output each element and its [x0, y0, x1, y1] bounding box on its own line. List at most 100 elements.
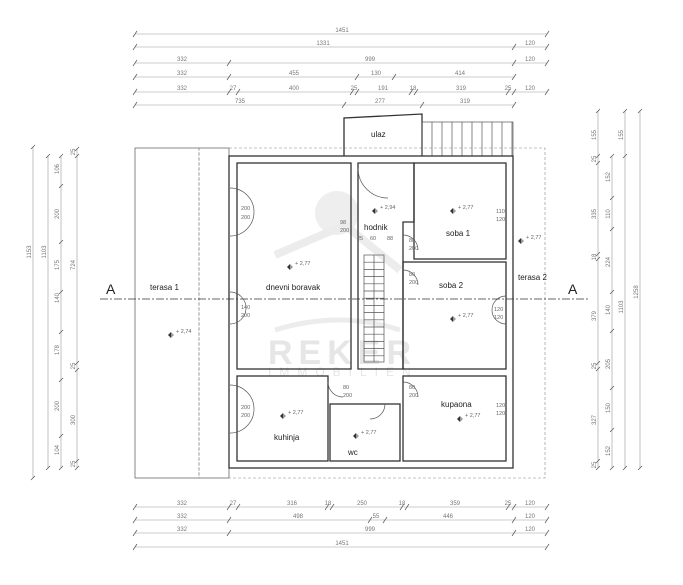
door-dimension: 200 [340, 228, 349, 234]
room-wc [329, 403, 401, 462]
dimension-tick [74, 146, 80, 152]
door-dimension: 60 [370, 236, 376, 242]
dimension-label: 200 [55, 400, 61, 411]
door-dimension: 88 [387, 236, 393, 242]
dimension-label: 152 [606, 171, 612, 182]
dimension-tick [511, 59, 517, 67]
dimension-tick [511, 503, 517, 511]
door-dimension: 200 [241, 206, 250, 212]
dimension-tick [595, 465, 601, 471]
dimension-tick [595, 153, 601, 159]
dimension-label: 319 [456, 86, 467, 92]
elevation-kuhinja: + 2,77 [288, 410, 303, 416]
dimension-label: 25 [71, 362, 77, 369]
dimension-label: 178 [55, 344, 61, 355]
dimension-tick [132, 43, 138, 51]
room-label-ulaz: ulaz [371, 130, 386, 139]
dimension-label: 191 [378, 86, 389, 92]
door-dimension: 120 [494, 315, 503, 321]
dimension-tick [622, 153, 628, 159]
dimension-tick [132, 30, 138, 38]
room-label-soba2: soba 2 [439, 281, 464, 290]
dimension-tick [58, 377, 64, 383]
elevation-marker-icon [372, 208, 378, 214]
dimension-tick [595, 458, 601, 464]
dimension-tick [226, 73, 232, 81]
dimension-label: 332 [177, 57, 188, 63]
dimension-tick [505, 503, 511, 511]
dimension-tick [544, 43, 550, 51]
outer-wall [228, 155, 514, 469]
dimension-tick [132, 543, 138, 551]
dimension-tick [45, 465, 51, 471]
dimension-tick [226, 516, 232, 524]
dimension-label: 359 [450, 501, 461, 507]
dimension-tick [511, 43, 517, 51]
internal-staircase [363, 254, 385, 363]
dimension-tick [544, 30, 550, 38]
door-dimension: 200 [241, 405, 250, 411]
dimension-tick [74, 458, 80, 464]
dimension-label: 27 [230, 86, 237, 92]
dimension-tick [382, 516, 388, 524]
dimension-tick [609, 465, 615, 471]
dimension-label: 120 [525, 501, 536, 507]
dimension-label: 18 [410, 86, 417, 92]
dimension-label: 335 [592, 208, 598, 219]
elevation-marker-icon [353, 433, 359, 439]
dimension-tick [595, 160, 601, 166]
door-dimension: 120 [496, 403, 505, 409]
dimension-tick [58, 183, 64, 189]
dimension-label: 140 [55, 292, 61, 303]
elevation-marker-icon [280, 413, 286, 419]
room-label-kupaona: kupaona [441, 400, 472, 409]
room-label-dnevni: dnevni boravak [266, 283, 321, 292]
dimension-label: 205 [606, 358, 612, 369]
door-dimension: 98 [340, 220, 346, 226]
dimension-tick [595, 360, 601, 366]
dimension-label: 735 [235, 99, 246, 105]
dimension-label: 250 [357, 501, 368, 507]
dimension-tick [132, 59, 138, 67]
dimension-tick [544, 529, 550, 537]
dimension-label: 400 [289, 86, 300, 92]
dimension-tick [609, 195, 615, 201]
dimension-tick [349, 88, 355, 96]
dimension-tick [58, 329, 64, 335]
dimension-tick [45, 153, 51, 159]
elevation-marker-icon [168, 332, 174, 338]
dimension-tick [408, 88, 414, 96]
dimension-tick [609, 427, 615, 433]
dimension-tick [226, 88, 232, 96]
dimension-label: 1103 [619, 300, 625, 314]
dimension-label: 379 [592, 310, 598, 321]
door-dimension: 200 [409, 246, 418, 252]
dimension-label: 140 [606, 304, 612, 315]
door-dimension: 200 [241, 313, 250, 319]
door-dimension: 80 [409, 238, 415, 244]
dimension-tick [595, 108, 601, 114]
dimension-label: 300 [71, 414, 77, 425]
dimension-label: 120 [525, 41, 536, 47]
entrance-stairs [421, 121, 514, 157]
dimension-label: 332 [177, 514, 188, 520]
dimension-label: 1451 [335, 28, 349, 34]
dimension-tick [132, 503, 138, 511]
dimension-label: 120 [525, 86, 536, 92]
dimension-tick [505, 88, 511, 96]
dimension-label: 498 [293, 514, 304, 520]
dimension-tick [609, 385, 615, 391]
dimension-label: 332 [177, 71, 188, 77]
dimension-label: 332 [177, 86, 188, 92]
dimension-label: 327 [592, 414, 598, 425]
door-dimension: 80 [409, 272, 415, 278]
dimension-label: 25 [71, 460, 77, 467]
door-dimension: 200 [241, 215, 250, 221]
elevation-marker-icon [518, 238, 524, 244]
dimension-tick [367, 516, 373, 524]
room-soba-2 [402, 261, 507, 370]
door-dimension: 110 [496, 209, 505, 215]
elevation-dnevni: + 2,77 [295, 261, 310, 267]
dimension-tick [132, 529, 138, 537]
door-dimension: 120 [496, 217, 505, 223]
